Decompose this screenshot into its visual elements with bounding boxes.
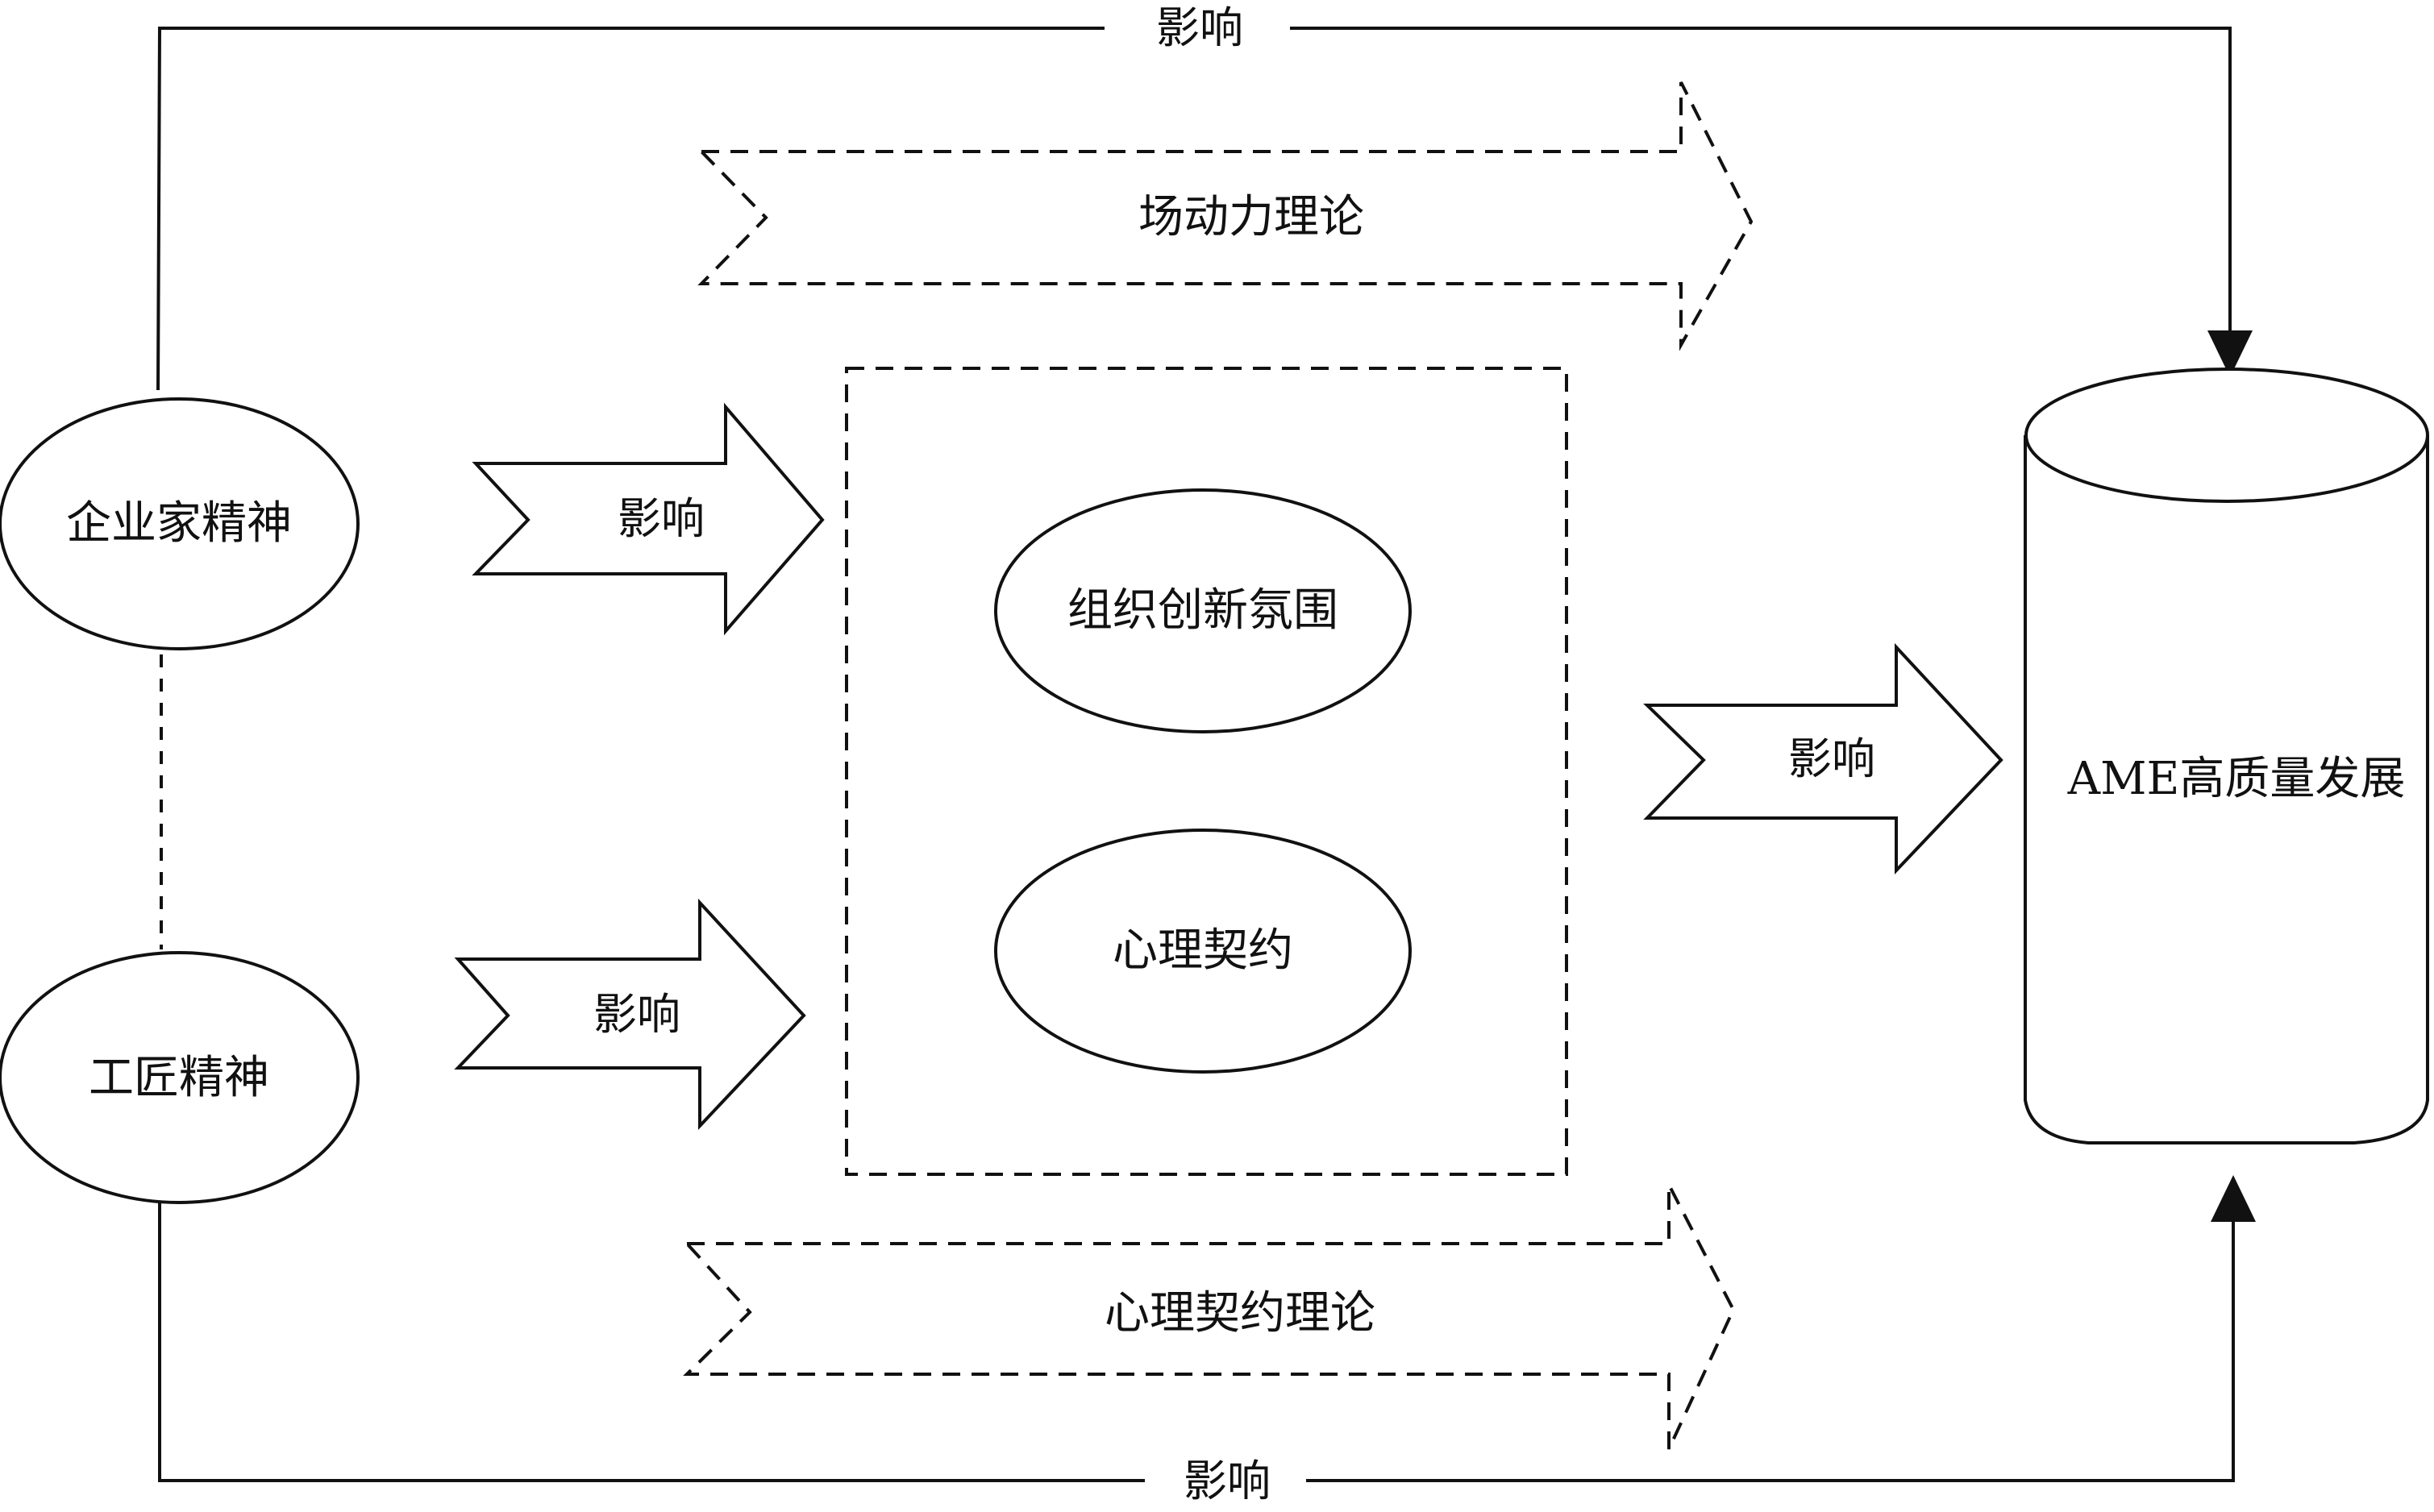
top-influence-connector: 影响 bbox=[156, 2, 2253, 391]
top-influence-label: 影响 bbox=[1156, 2, 1243, 53]
entrepreneurship-influence-arrow: 影响 bbox=[472, 402, 825, 636]
bottom-influence-connector: 影响 bbox=[158, 1175, 2256, 1506]
craftsmanship-label: 工匠精神 bbox=[89, 1052, 269, 1104]
psych-contract-theory-label: 心理契约理论 bbox=[1105, 1287, 1375, 1340]
craftsmanship-influence-label: 影响 bbox=[593, 989, 680, 1040]
ame-development-node: AME高质量发展 bbox=[2024, 368, 2429, 1144]
top-arrowhead bbox=[2207, 330, 2253, 377]
org-innovation-climate-node: 组织创新氛围 bbox=[994, 488, 1412, 733]
bottom-influence-label: 影响 bbox=[1184, 1456, 1271, 1506]
mediators-to-ame-label: 影响 bbox=[1788, 733, 1875, 784]
psych-contract-theory-arrow: 心理契约理论 bbox=[683, 1184, 1736, 1450]
ame-development-label: AME高质量发展 bbox=[2067, 753, 2406, 805]
bottom-arrowhead bbox=[2211, 1175, 2256, 1222]
psychological-contract-label: 心理契约 bbox=[1113, 924, 1293, 977]
entrepreneurship-node: 企业家精神 bbox=[0, 397, 360, 650]
field-dynamics-theory-label: 场动力理论 bbox=[1138, 191, 1364, 243]
mediator-box bbox=[845, 367, 1568, 1176]
craftsmanship-node: 工匠精神 bbox=[0, 951, 360, 1204]
psychological-contract-node: 心理契约 bbox=[994, 829, 1412, 1074]
mediators-to-ame-arrow: 影响 bbox=[1643, 642, 2003, 875]
entrepreneurship-influence-label: 影响 bbox=[618, 493, 705, 544]
entrepreneurship-label: 企业家精神 bbox=[66, 497, 292, 550]
field-dynamics-theory-arrow: 场动力理论 bbox=[697, 81, 1754, 351]
org-innovation-climate-label: 组织创新氛围 bbox=[1067, 584, 1338, 637]
craftsmanship-influence-arrow: 影响 bbox=[454, 898, 806, 1131]
